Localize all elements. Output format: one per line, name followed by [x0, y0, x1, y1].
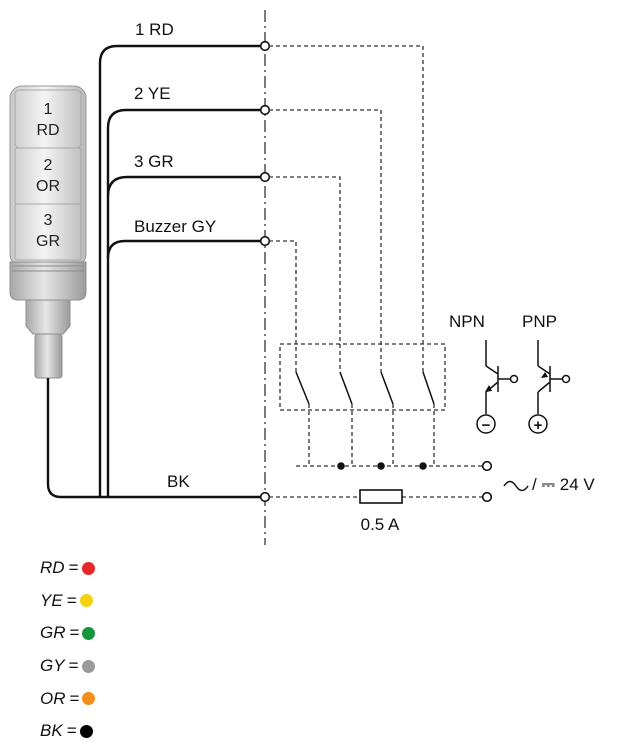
terminal-3 [259, 171, 271, 183]
plus-sign: + [534, 417, 543, 434]
module-3 [14, 203, 82, 261]
supply-terminal [481, 491, 493, 503]
npn-transistor-icon [476, 340, 519, 434]
terminal-buzzer [259, 235, 271, 247]
module-color-code: GR [36, 233, 60, 250]
terminal-strip [259, 40, 271, 503]
junction-dot [337, 462, 345, 470]
legend-code: YE [40, 590, 63, 610]
minus-sign: − [482, 417, 491, 434]
wire-buzzer-gy [106, 239, 262, 259]
legend-equals: = [68, 558, 79, 578]
legend-equals: = [66, 721, 77, 741]
wire-1-rd [98, 44, 262, 497]
fuse [359, 489, 403, 504]
dashed-line-3 [269, 176, 341, 372]
legend-equals: = [69, 688, 80, 708]
color-dot [81, 561, 95, 575]
color-dot [79, 724, 93, 738]
dashed-line-1 [269, 45, 424, 372]
color-dot [82, 626, 96, 640]
pnp-output: PNP + [522, 312, 571, 434]
wire-bk [46, 378, 262, 499]
color-dot [81, 659, 95, 673]
legend-code: RD [40, 558, 65, 578]
wiring-harness [46, 44, 262, 499]
legend-row: YE = [40, 585, 95, 618]
npn-label: NPN [449, 312, 485, 331]
junction-dot [419, 462, 427, 470]
fuse-rating: 0.5 A [361, 515, 400, 534]
emitter-arrow-icon [541, 372, 548, 378]
legend-equals: = [66, 590, 77, 610]
legend-row: GR = [40, 617, 96, 650]
wire-label-3-gr: 3 GR [134, 152, 174, 171]
module-number: 3 [44, 212, 53, 229]
legend-row: OR = [40, 682, 96, 715]
wire-3-gr [106, 175, 262, 197]
color-dot [79, 594, 93, 608]
terminal-1 [259, 40, 271, 52]
switch-contact [295, 371, 310, 405]
legend-row: RD = [40, 552, 95, 585]
wire-label-buzzer-gy: Buzzer GY [134, 217, 216, 236]
legend-code: BK [40, 721, 63, 741]
wire-label-1-rd: 1 RD [135, 20, 174, 39]
module-number: 2 [44, 157, 53, 174]
module-number: 1 [44, 101, 53, 118]
legend-code: GR [40, 623, 66, 643]
switch-box [279, 343, 446, 411]
supply-voltage: / ⎓ 24 V [532, 475, 595, 494]
pnp-transistor-icon [528, 340, 571, 434]
legend-row: BK = [40, 715, 95, 748]
switch-contact [339, 371, 353, 405]
wire-2-ye [106, 108, 262, 497]
module-color-code: OR [36, 178, 60, 195]
color-legend: RD = YE = GR = GY = OR = BK = [40, 552, 96, 748]
switch-contacts [295, 371, 435, 405]
legend-row: GY = [40, 650, 95, 683]
ac-symbol-icon [503, 480, 529, 492]
wire-label-2-ye: 2 YE [134, 84, 171, 103]
terminal-2 [259, 104, 271, 116]
color-dot [82, 692, 96, 706]
legend-code: GY [40, 656, 65, 676]
legend-code: OR [40, 688, 66, 708]
dashed-line-4 [269, 240, 297, 372]
module-color-code: RD [36, 122, 59, 139]
junctions [337, 462, 427, 470]
switch-contact [380, 371, 394, 405]
legend-equals: = [69, 623, 80, 643]
legend-equals: = [68, 656, 79, 676]
pnp-label: PNP [522, 312, 557, 331]
signal-tower: 1 RD 2 OR 3 GR [9, 85, 87, 379]
supply-terminal [481, 460, 493, 472]
switch-contact [422, 371, 435, 405]
junction-dot [377, 462, 385, 470]
dashed-line-2 [269, 109, 382, 372]
external-wiring [269, 45, 482, 498]
wire-label-bk: BK [167, 472, 190, 491]
supply-terminals [481, 460, 493, 503]
emitter-arrow-icon [485, 385, 492, 392]
npn-output: NPN − [449, 312, 519, 434]
terminal-bk [259, 491, 271, 503]
